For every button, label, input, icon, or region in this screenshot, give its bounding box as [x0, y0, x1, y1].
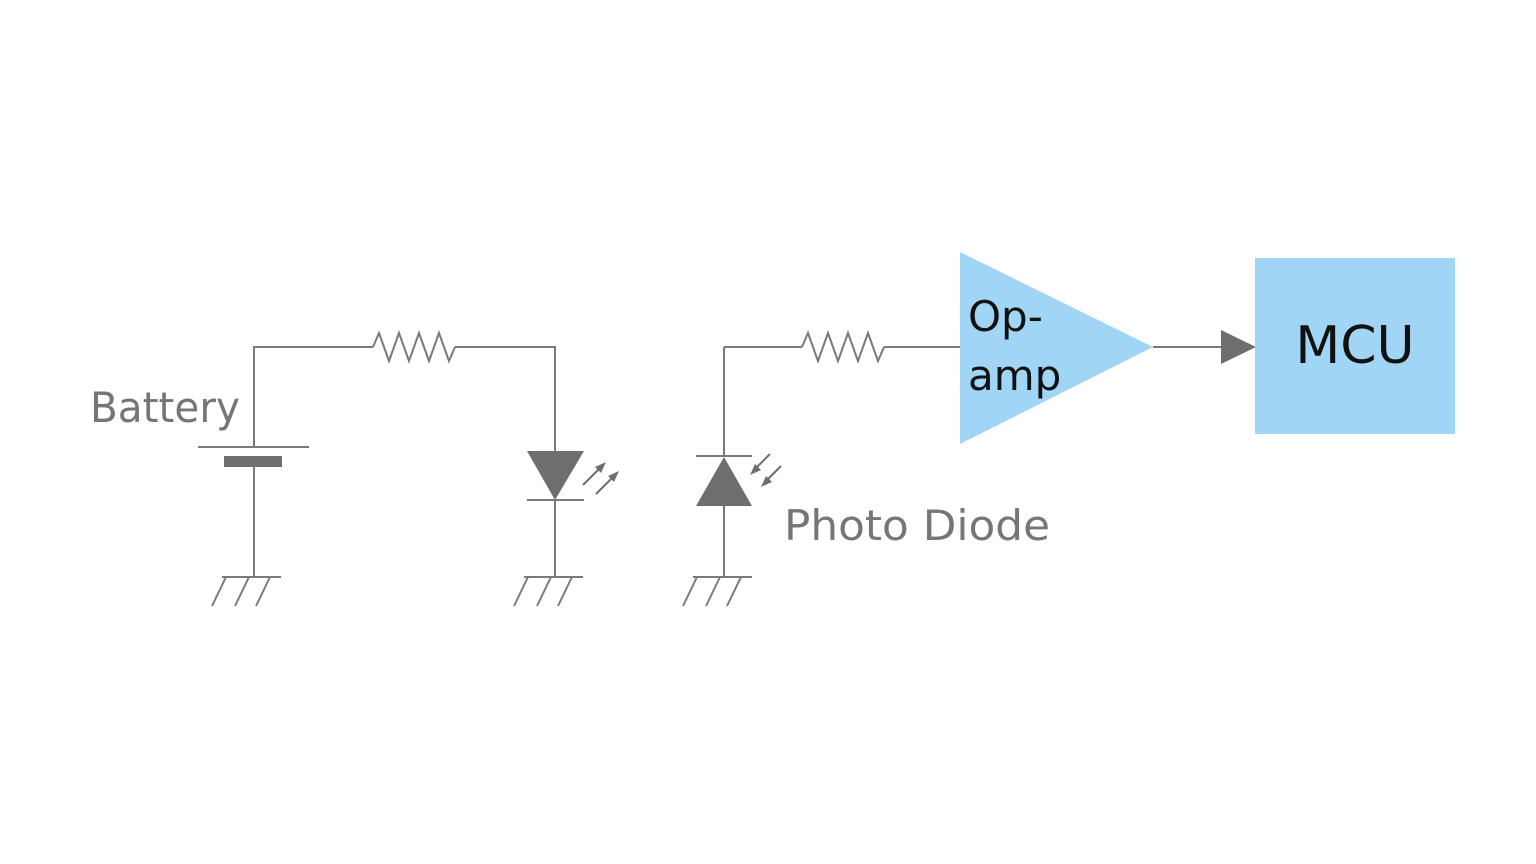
photo-diode-symbol	[696, 347, 782, 577]
output-arrow	[1221, 330, 1256, 364]
battery-symbol	[198, 346, 373, 577]
wire-to-led	[455, 346, 556, 451]
receiver-circuit	[682, 252, 1455, 607]
photo-diode-label: Photo Diode	[784, 501, 1050, 550]
opamp-block	[960, 252, 1153, 444]
led-symbol	[527, 451, 619, 577]
resistor-1	[372, 330, 456, 364]
battery-label: Battery	[90, 383, 240, 432]
ground-symbol-2	[513, 576, 583, 607]
ground-symbol-1	[211, 576, 281, 607]
ground-symbol-3	[682, 576, 752, 607]
opamp-label-line1: Op-	[968, 292, 1043, 341]
mcu-block	[1255, 258, 1455, 434]
opamp-label-line2: amp	[968, 351, 1061, 400]
led-circuit	[198, 330, 619, 607]
resistor-2	[801, 330, 885, 364]
mcu-label: MCU	[1295, 316, 1414, 376]
